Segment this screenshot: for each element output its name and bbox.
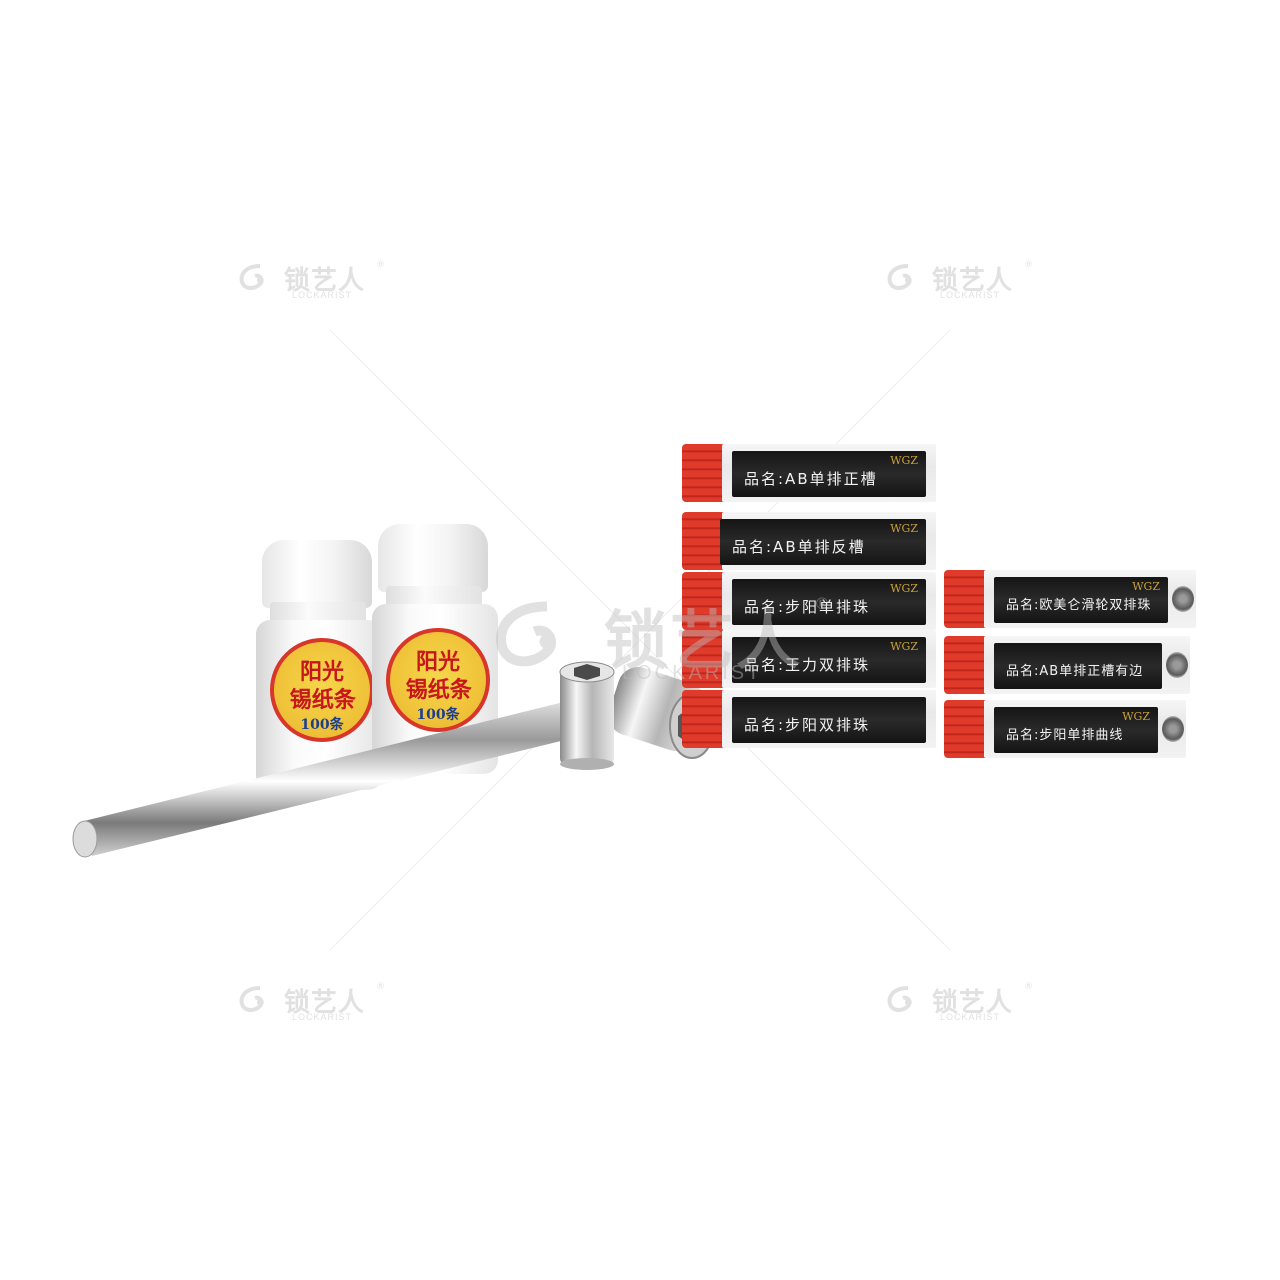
bottle-cap — [262, 540, 372, 608]
cutter-box: 品名:AB单排正槽有边 — [944, 636, 1190, 696]
bottle-label-line3: 100条 — [416, 707, 460, 723]
box-brand: WGZ — [1122, 710, 1150, 723]
box-red-end — [682, 630, 728, 688]
bottle-label-line1: 阳光 — [299, 659, 344, 685]
bottle-label: 阳光 锡纸条 100条 — [270, 638, 374, 742]
box-label: 品名:步阳双排珠 — [732, 697, 926, 743]
box-label: WGZ 品名:AB单排正槽 — [732, 451, 926, 497]
brand-logo-icon — [239, 986, 264, 1012]
watermark-brand-cn: 锁艺人 — [932, 988, 1014, 1018]
watermark-center: 锁艺人 ® LOCKARIST — [492, 590, 832, 690]
watermark-brand-en: LOCKARIST — [292, 1012, 353, 1022]
box-label: WGZ 品名:AB单排反槽 — [720, 519, 926, 565]
cutter-box: 品名:步阳双排珠 — [682, 690, 936, 748]
cutter-box: WGZ 品名:步阳单排珠 — [682, 572, 936, 630]
watermark-registered: ® — [1024, 260, 1033, 270]
brand-logo-icon — [496, 601, 557, 667]
watermark-brand-en: LOCKARIST — [940, 1012, 1001, 1022]
box-red-end — [944, 570, 990, 628]
box-product-name: 品名:王力双排珠 — [744, 656, 871, 674]
cutter-box: WGZ 品名:欧美仑滑轮双排珠 — [944, 570, 1196, 630]
box-brand: WGZ — [1132, 580, 1160, 593]
cutter-bit-end — [1166, 652, 1188, 678]
box-red-end — [944, 636, 990, 694]
box-label: WGZ 品名:步阳单排曲线 — [994, 707, 1158, 753]
cutter-bit-end — [1172, 586, 1194, 612]
box-brand: WGZ — [890, 640, 918, 653]
bottle-label-line2: 锡纸条 — [289, 687, 356, 713]
box-red-end — [682, 572, 728, 630]
watermark-brand-cn: 锁艺人 — [932, 266, 1014, 296]
box-product-name: 品名:步阳双排珠 — [744, 716, 871, 734]
box-product-name: 品名:步阳单排曲线 — [1006, 728, 1124, 743]
box-brand: WGZ — [890, 454, 918, 467]
cutter-box: WGZ 品名:AB单排反槽 — [682, 512, 936, 570]
watermark-brand-en: LOCKARIST — [940, 290, 1001, 300]
box-label: WGZ 品名:步阳单排珠 — [732, 579, 926, 625]
watermark-registered: ® — [376, 260, 385, 270]
bottle-label-line3: 100条 — [300, 717, 344, 733]
socket-bit — [559, 661, 615, 770]
box-label: 品名:AB单排正槽有边 — [994, 643, 1162, 689]
box-red-end — [682, 444, 728, 502]
watermark-bottom-left: 锁艺人 ® LOCKARIST — [238, 982, 388, 1026]
brand-logo-icon — [887, 264, 912, 290]
bottle-cap — [378, 524, 488, 592]
watermark-registered: ® — [814, 594, 830, 613]
cutter-box: WGZ 品名:步阳单排曲线 — [944, 700, 1186, 760]
bottle-neck — [270, 602, 366, 624]
watermark-brand-en: LOCKARIST — [292, 290, 353, 300]
box-product-name: 品名:欧美仑滑轮双排珠 — [1006, 598, 1152, 613]
box-brand: WGZ — [890, 582, 918, 595]
watermark-brand-cn: 锁艺人 — [284, 988, 366, 1018]
cutter-bit-end — [1162, 716, 1184, 742]
box-label: WGZ 品名:欧美仑滑轮双排珠 — [994, 577, 1168, 623]
watermark-top-right: 锁艺人 ® LOCKARIST — [886, 260, 1036, 304]
tin-foil-bottle-left: 阳光 锡纸条 100条 — [256, 540, 386, 790]
cutter-box: WGZ 品名:王力双排珠 — [682, 630, 936, 688]
box-product-name: 品名:AB单排正槽 — [744, 470, 878, 488]
box-red-end — [944, 700, 990, 758]
box-label: WGZ 品名:王力双排珠 — [732, 637, 926, 683]
brand-logo-icon — [887, 986, 912, 1012]
bottle-label-line2: 锡纸条 — [405, 677, 472, 703]
bottle-neck — [386, 586, 482, 608]
watermark-brand-cn: 锁艺人 — [284, 266, 366, 296]
box-brand: WGZ — [890, 522, 918, 535]
brand-logo-icon — [239, 264, 264, 290]
box-product-name: 品名:AB单排正槽有边 — [1006, 664, 1144, 679]
wrench-handle — [72, 690, 622, 858]
watermark-bottom-right: 锁艺人 ® LOCKARIST — [886, 982, 1036, 1026]
watermark-registered: ® — [1024, 982, 1033, 992]
box-product-name: 品名:步阳单排珠 — [744, 598, 871, 616]
bottle-label-line1: 阳光 — [415, 649, 460, 675]
watermark-brand-cn: 锁艺人 — [604, 605, 802, 679]
box-product-name: 品名:AB单排反槽 — [732, 538, 866, 556]
box-red-end — [682, 690, 728, 748]
watermark-top-left: 锁艺人 ® LOCKARIST — [238, 260, 388, 304]
bottle-label: 阳光 锡纸条 100条 — [386, 628, 490, 732]
watermark-brand-en: LOCKARIST — [622, 662, 763, 684]
cutter-box: WGZ 品名:AB单排正槽 — [682, 444, 936, 502]
watermark-registered: ® — [376, 982, 385, 992]
